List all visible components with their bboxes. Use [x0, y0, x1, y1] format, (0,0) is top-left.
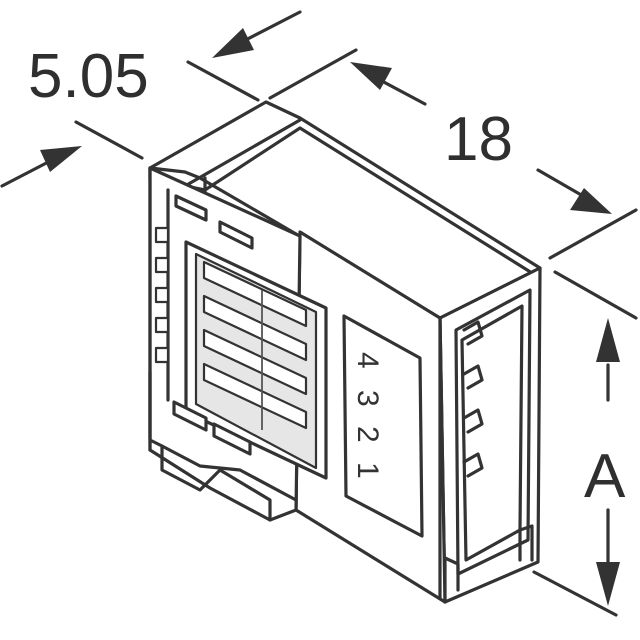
- slot-bottom-right: [212, 422, 252, 456]
- contact-1: [202, 362, 308, 430]
- pin-tip-4: [462, 452, 484, 478]
- contacts: [202, 260, 308, 430]
- pins: [462, 320, 484, 478]
- height-arrow-lower-head: [596, 562, 620, 606]
- height-extension-line-bottom: [532, 570, 618, 617]
- pin-label-plate: [342, 314, 424, 538]
- side-ribs: [154, 226, 170, 364]
- depth-arrow-lower-head: [40, 146, 82, 172]
- slot-bottom-left: [172, 400, 208, 432]
- pin-number-4: 4: [351, 352, 384, 369]
- dimension-a: A: [532, 270, 638, 617]
- bottom-latch: [148, 370, 272, 522]
- rib-3: [154, 286, 170, 304]
- contact-3: [202, 294, 308, 362]
- slot-top-left: [174, 194, 208, 222]
- depth-extension-line-top: [186, 60, 260, 102]
- pin-number-3: 3: [351, 390, 384, 407]
- rib-5: [154, 346, 170, 364]
- end-foot-right: [518, 524, 534, 562]
- height-extension-line-top: [553, 270, 638, 320]
- pin-tip-3: [462, 408, 484, 434]
- length-extension-line-right: [548, 208, 638, 260]
- contact-2: [202, 328, 308, 396]
- contact-4: [202, 260, 308, 328]
- length-arrow-right-head: [570, 188, 612, 214]
- pin-number-2: 2: [351, 426, 384, 443]
- depth-extension-line-bottom: [74, 120, 144, 160]
- dimension-5-05: 5.05: [0, 10, 302, 188]
- length-arrow-right-shaft: [536, 168, 585, 198]
- rib-4: [154, 316, 170, 334]
- rib-2: [154, 256, 170, 274]
- pin-number-1: 1: [351, 462, 384, 479]
- pin-tip-1: [462, 320, 484, 346]
- end-foot-left: [443, 556, 460, 604]
- dimension-18: 18: [268, 48, 638, 260]
- bottom-latch-edge: [160, 444, 298, 502]
- dimension-depth-label: 5.05: [28, 42, 149, 111]
- length-extension-line-left: [268, 48, 358, 100]
- length-arrow-left-shaft: [378, 78, 427, 106]
- depth-arrow-upper-head: [212, 28, 254, 58]
- height-arrow-upper-head: [596, 318, 620, 362]
- pin-tip-2: [462, 364, 484, 390]
- slot-top-right: [218, 220, 254, 250]
- dimension-height-label: A: [584, 442, 626, 511]
- dimension-length-label: 18: [444, 105, 513, 174]
- length-arrow-left-head: [350, 62, 392, 90]
- rib-1: [154, 226, 170, 244]
- connector-body: 4 3 2 1: [148, 100, 542, 604]
